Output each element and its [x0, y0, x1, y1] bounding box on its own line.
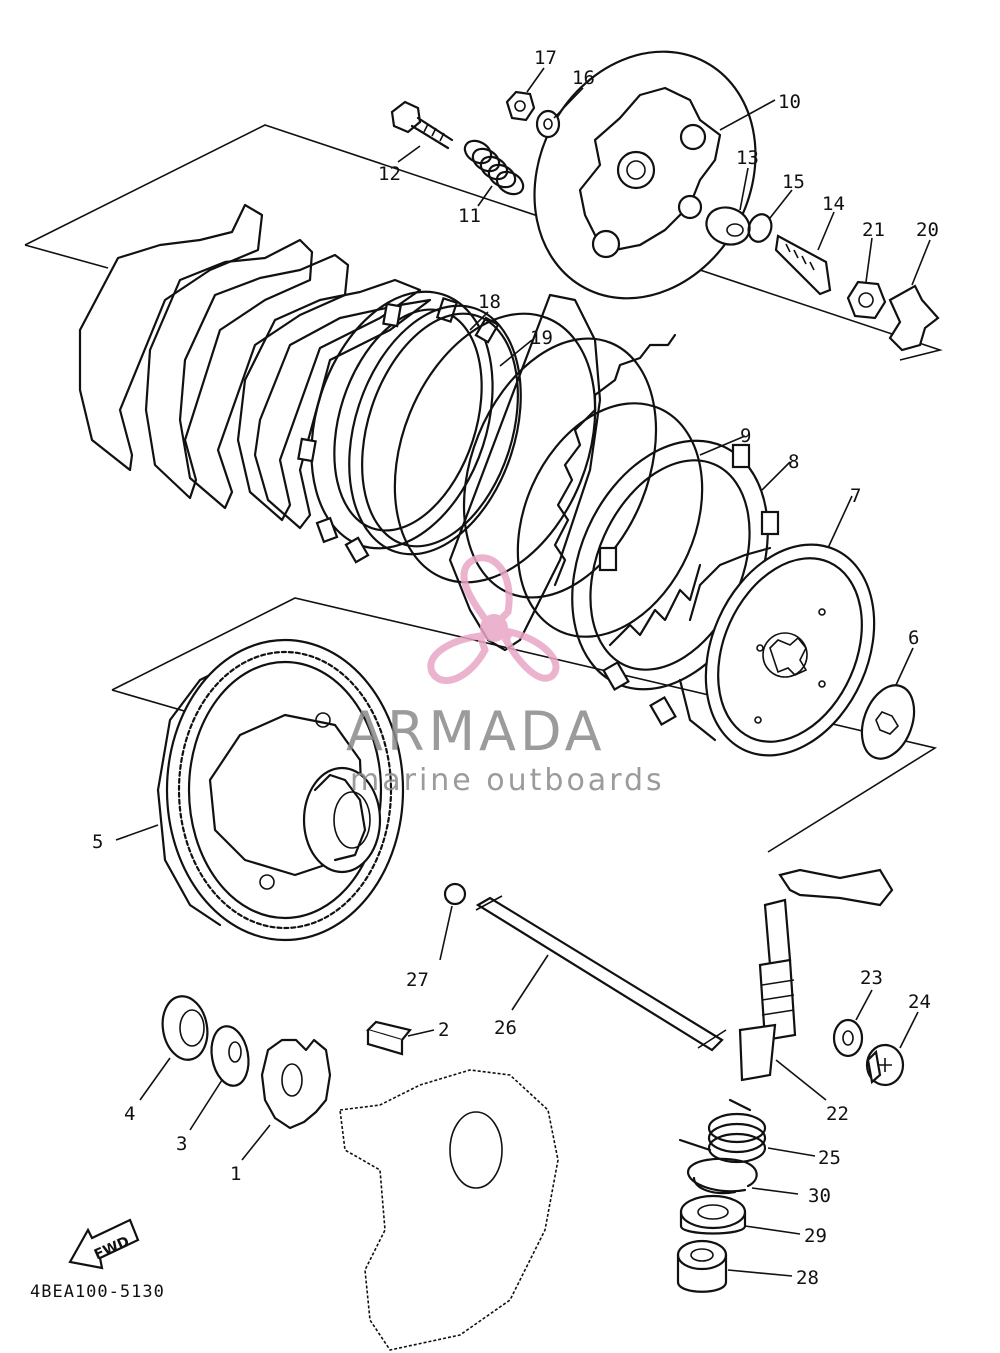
callout-3: 3 [176, 1133, 187, 1155]
callout-16: 16 [572, 67, 595, 89]
callout-4: 4 [124, 1103, 135, 1125]
callout-11: 11 [458, 205, 481, 227]
bolt-12 [390, 100, 454, 150]
nut-21 [846, 280, 887, 320]
friction-plate-stack [78, 203, 432, 530]
callout-5: 5 [92, 831, 103, 853]
callout-15: 15 [782, 171, 805, 193]
callout-7: 7 [850, 485, 861, 507]
friction-plate-middle [393, 293, 658, 652]
nut-4 [161, 995, 209, 1061]
clutch-plate-19 [348, 304, 522, 556]
callout-1: 1 [230, 1163, 241, 1185]
callout-21: 21 [862, 219, 885, 241]
callout-29: 29 [804, 1225, 827, 1247]
fwd-direction-badge: FWD [68, 1218, 140, 1270]
lock-washer-3 [210, 1025, 250, 1087]
callout-14: 14 [822, 193, 845, 215]
propeller-logo-icon [427, 554, 560, 684]
nut-17 [505, 90, 536, 122]
callout-19: 19 [530, 327, 553, 349]
callout-20: 20 [916, 219, 939, 241]
primary-driven-gear-5 [156, 638, 405, 942]
o-ring-15 [747, 213, 773, 243]
callout-2: 2 [438, 1019, 449, 1041]
ball-27 [443, 882, 467, 906]
callout-23: 23 [860, 967, 883, 989]
armada-watermark: ARMADA marine outboards [346, 554, 665, 798]
diagram-code: 4BEA100-5130 [30, 1282, 165, 1302]
pressure-plate-10 [533, 50, 757, 300]
bolt-24 [865, 1043, 905, 1087]
push-rod-26 [475, 895, 727, 1052]
primary-drive-gear-1 [260, 1038, 332, 1130]
callout-18: 18 [478, 291, 501, 313]
callout-17: 17 [534, 47, 557, 69]
leader-lines [115, 67, 931, 1277]
lock-washer-6 [860, 684, 916, 760]
callout-9: 9 [740, 425, 751, 447]
spring-11 [463, 139, 525, 196]
callout-8: 8 [788, 451, 799, 473]
push-rod-14 [774, 234, 832, 296]
callout-24: 24 [908, 991, 931, 1013]
callout-30: 30 [808, 1185, 831, 1207]
spring-clip-30 [686, 1157, 758, 1195]
callout-25: 25 [818, 1147, 841, 1169]
washer-23 [832, 1018, 864, 1058]
clutch-boss-7 [678, 543, 876, 757]
callout-labels: 17 16 10 12 11 13 15 14 21 20 18 19 9 8 … [92, 47, 939, 1289]
clutch-plate-9 [516, 333, 704, 638]
torsion-spring-25 [678, 1098, 767, 1164]
callout-28: 28 [796, 1267, 819, 1289]
watermark-brand: ARMADA [346, 700, 606, 763]
lock-washer-20 [888, 284, 940, 352]
callout-27: 27 [406, 969, 429, 991]
callout-10: 10 [778, 91, 801, 113]
crankshaft-outline [339, 1069, 559, 1351]
key-2 [365, 1020, 412, 1056]
kick-shaft-22 [738, 868, 894, 1082]
callout-26: 26 [494, 1017, 517, 1039]
watermark-tagline: marine outboards [350, 763, 665, 798]
washer-16 [535, 109, 561, 139]
callout-6: 6 [908, 627, 919, 649]
bushing-29 [679, 1194, 747, 1235]
callout-12: 12 [378, 163, 401, 185]
bearing-13 [705, 206, 751, 246]
bushing-28 [676, 1239, 728, 1293]
callout-13: 13 [736, 147, 759, 169]
callout-22: 22 [826, 1103, 849, 1125]
